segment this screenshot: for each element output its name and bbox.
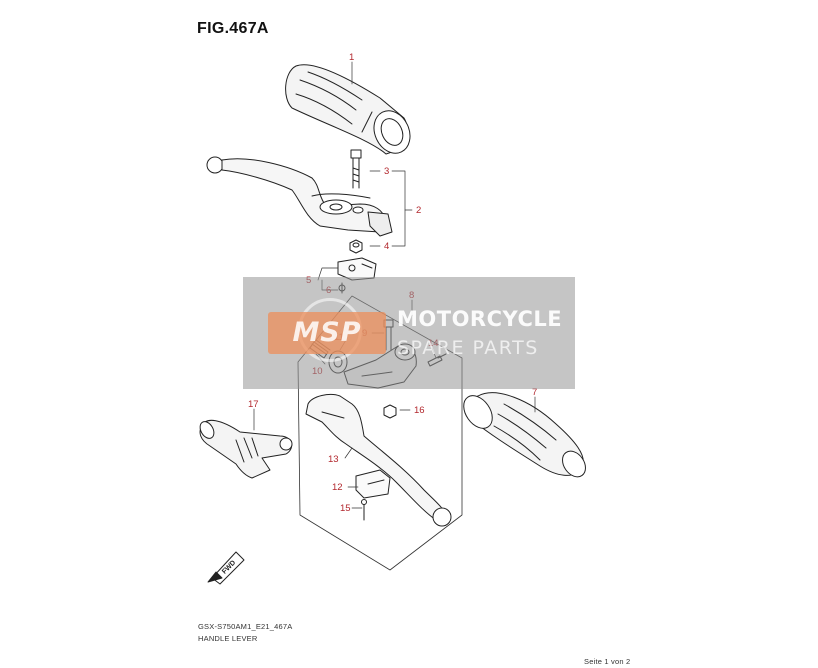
watermark-logo-text: MSP [292, 317, 362, 348]
watermark-title: MOTORCYCLE [397, 307, 563, 331]
lever-bolt-part [350, 149, 364, 214]
left-grip-part [463, 392, 586, 478]
callout-13: 13 [328, 454, 339, 465]
clutch-switch-screw-part [361, 499, 367, 521]
forward-direction-badge [207, 551, 245, 585]
lever-nut-part [349, 239, 363, 254]
callout-1: 1 [349, 52, 354, 63]
callout-16: 16 [414, 405, 425, 416]
model-code: GSX-S750AM1_E21_467A [198, 622, 293, 631]
clutch-switch-part [355, 469, 391, 499]
figure-title: FIG.467A [197, 20, 269, 37]
callout-3: 3 [384, 166, 389, 177]
cable-guard-part [199, 419, 293, 479]
callout-12: 12 [332, 482, 343, 493]
clutch-nut-part [383, 404, 397, 419]
callout-4: 4 [384, 241, 389, 252]
watermark-logo-badge [268, 312, 386, 354]
throttle-grip-part [285, 64, 411, 155]
figure-caption: HANDLE LEVER [198, 634, 258, 643]
callout-7: 7 [532, 387, 537, 398]
watermark-subtitle: SPARE PARTS [397, 337, 539, 359]
page-indicator: Seite 1 von 2 [584, 657, 631, 666]
clutch-lever-part [305, 393, 452, 527]
callout-17: 17 [248, 399, 259, 410]
front-brake-lever-part [206, 156, 393, 237]
callout-15: 15 [340, 503, 351, 514]
callout-2: 2 [416, 205, 421, 216]
